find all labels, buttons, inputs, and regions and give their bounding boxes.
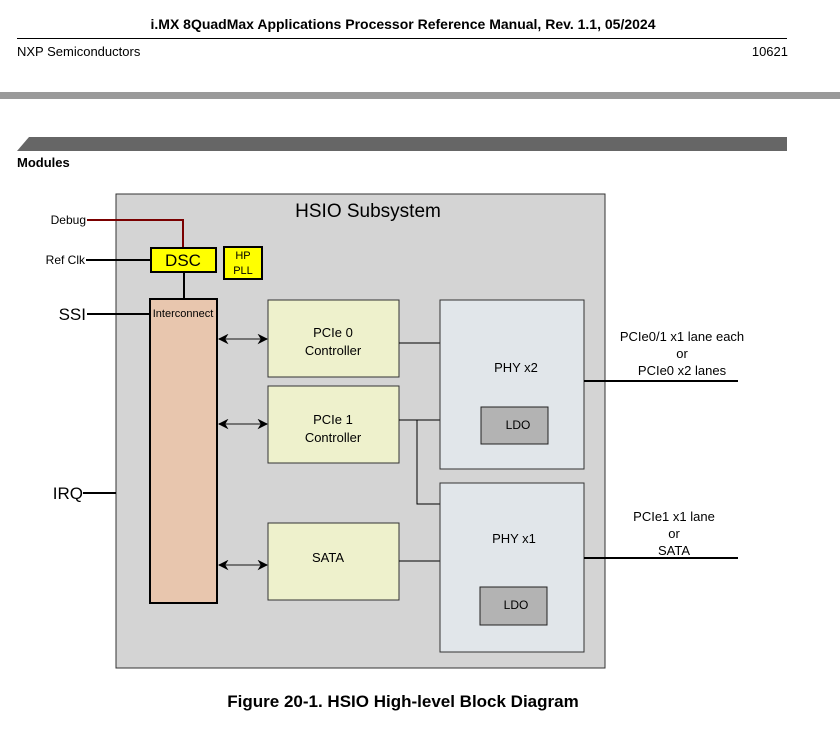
ldo-top-block: [480, 406, 549, 445]
sata-label: SATA: [312, 550, 344, 565]
page-number: 10621: [751, 44, 788, 59]
pcie0-label-line2: Controller: [305, 343, 362, 358]
debug-line: [87, 219, 184, 248]
header-band: [0, 92, 840, 99]
section-band: [17, 137, 787, 151]
document-title: i.MX 8QuadMax Applications Processor Ref…: [150, 16, 656, 32]
hp-pll-label-line2: PLL: [233, 265, 253, 277]
ldo-top-label: LDO: [506, 418, 531, 432]
phy-x2-label: PHY x2: [494, 360, 538, 375]
ssi-label: SSI: [59, 305, 86, 324]
output-top-line3: PCIe0 x2 lanes: [638, 363, 727, 378]
pcie0-controller-block: [267, 299, 400, 378]
pcie1-label-line1: PCIe 1: [313, 412, 353, 427]
output-top-line2: or: [676, 346, 688, 361]
figure-caption: Figure 20-1. HSIO High-level Block Diagr…: [227, 692, 579, 711]
irq-label: IRQ: [53, 484, 83, 503]
output-bottom-line2: or: [668, 526, 680, 541]
subsystem-title: HSIO Subsystem: [295, 201, 441, 222]
output-bottom-line3: SATA: [658, 543, 690, 558]
pcie1-phy-x1-line: [416, 420, 440, 505]
ldo-bottom-block: [479, 586, 548, 626]
company-name: NXP Semiconductors: [17, 44, 141, 59]
section-band-shape: [17, 137, 787, 151]
title-divider: [17, 38, 787, 39]
hp-pll-block: [223, 246, 263, 280]
ref-clk-label: Ref Clk: [46, 253, 86, 267]
debug-label: Debug: [51, 213, 86, 227]
output-bottom-line1: PCIe1 x1 lane: [633, 509, 715, 524]
interconnect-label: Interconnect: [153, 308, 214, 320]
section-label: Modules: [17, 155, 70, 170]
sata-controller-block: [267, 522, 400, 601]
output-top-line1: PCIe0/1 x1 lane each: [620, 329, 744, 344]
interconnect-block: [149, 298, 218, 604]
hp-pll-label-line1: HP: [235, 250, 250, 262]
pcie1-label-line2: Controller: [305, 430, 362, 445]
dsc-block: [150, 247, 217, 273]
phy-x1-block: [439, 482, 585, 653]
ldo-bottom-label: LDO: [504, 598, 529, 612]
phy-x1-label: PHY x1: [492, 531, 536, 546]
phy-x2-block: [439, 299, 585, 470]
pcie0-label-line1: PCIe 0: [313, 325, 353, 340]
pcie1-controller-block: [267, 385, 400, 464]
dsc-label: DSC: [165, 251, 201, 270]
